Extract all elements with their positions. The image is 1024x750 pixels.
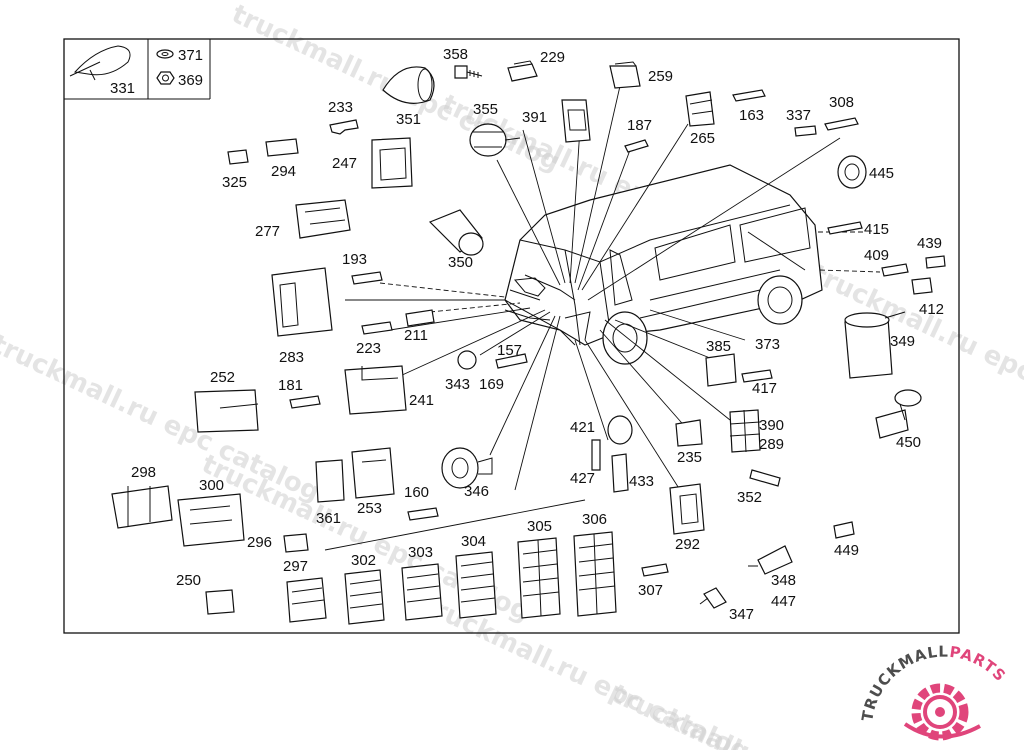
part-label: 325 <box>222 174 247 191</box>
part-label: 450 <box>896 434 921 451</box>
part-label: 297 <box>283 558 308 575</box>
part-label: 351 <box>396 111 421 128</box>
leader-lines <box>324 85 881 551</box>
part-label: 160 <box>404 484 429 501</box>
part-label: 223 <box>356 340 381 357</box>
part-label: 306 <box>582 511 607 528</box>
part-label: 233 <box>328 99 353 116</box>
part-label: 252 <box>210 369 235 386</box>
part-label: 247 <box>332 155 357 172</box>
part-label: 163 <box>739 107 764 124</box>
part-label: 157 <box>497 342 522 359</box>
part-labels: 331 371 369 358 229 351 259 233 355 391 … <box>110 46 944 623</box>
part-label: 294 <box>271 163 296 180</box>
part-label: 277 <box>255 223 280 240</box>
part-label: 229 <box>540 49 565 66</box>
part-label: 447 <box>771 593 796 610</box>
part-label: 211 <box>404 327 428 344</box>
part-label: 331 <box>110 80 135 97</box>
part-label: 292 <box>675 536 700 553</box>
part-label: 439 <box>917 235 942 252</box>
part-label: 349 <box>890 333 915 350</box>
gear-icon <box>903 683 981 741</box>
part-label: 417 <box>752 380 777 397</box>
part-label: 253 <box>357 500 382 517</box>
part-label: 169 <box>479 376 504 393</box>
part-label: 259 <box>648 68 673 85</box>
part-label: 307 <box>638 582 663 599</box>
part-label: 343 <box>445 376 470 393</box>
part-label: 412 <box>919 301 944 318</box>
part-label: 352 <box>737 489 762 506</box>
part-label: 250 <box>176 572 201 589</box>
part-label: 296 <box>247 534 272 551</box>
part-label: 305 <box>527 518 552 535</box>
part-label: 390 <box>759 417 784 434</box>
part-label: 415 <box>864 221 889 238</box>
part-label: 433 <box>629 473 654 490</box>
parts <box>111 60 946 625</box>
part-label: 427 <box>570 470 595 487</box>
part-label: 193 <box>342 251 367 268</box>
part-label: 348 <box>771 572 796 589</box>
part-label: 358 <box>443 46 468 63</box>
part-label: 350 <box>448 254 473 271</box>
part-label: 371 <box>178 47 203 64</box>
part-label: 449 <box>834 542 859 559</box>
part-label: 409 <box>864 247 889 264</box>
inset-box <box>64 39 211 100</box>
part-label: 337 <box>786 107 811 124</box>
part-label: 347 <box>729 606 754 623</box>
part-label: 289 <box>759 436 784 453</box>
part-label: 241 <box>409 392 434 409</box>
part-label: 421 <box>570 419 595 436</box>
part-label: 181 <box>278 377 303 394</box>
part-label: 308 <box>829 94 854 111</box>
part-label: 369 <box>178 72 203 89</box>
part-label: 303 <box>408 544 433 561</box>
watermark-text: truckmall.ru <box>607 679 783 750</box>
van-illustration <box>504 164 823 365</box>
part-label: 361 <box>316 510 341 527</box>
part-label: 300 <box>199 477 224 494</box>
part-label: 298 <box>131 464 156 481</box>
part-label: 373 <box>755 336 780 353</box>
part-label: 391 <box>522 109 547 126</box>
part-label: 445 <box>869 165 894 182</box>
part-label: 265 <box>690 130 715 147</box>
part-label: 304 <box>461 533 486 550</box>
part-label: 283 <box>279 349 304 366</box>
diagram-frame <box>63 38 960 634</box>
part-label: 235 <box>677 449 702 466</box>
part-label: 302 <box>351 552 376 569</box>
part-label: 355 <box>473 101 498 118</box>
part-label: 385 <box>706 338 731 355</box>
part-label: 346 <box>464 483 489 500</box>
truckmall-logo: TRUCKMALLPARTS <box>858 643 1009 741</box>
part-label: 187 <box>627 117 652 134</box>
